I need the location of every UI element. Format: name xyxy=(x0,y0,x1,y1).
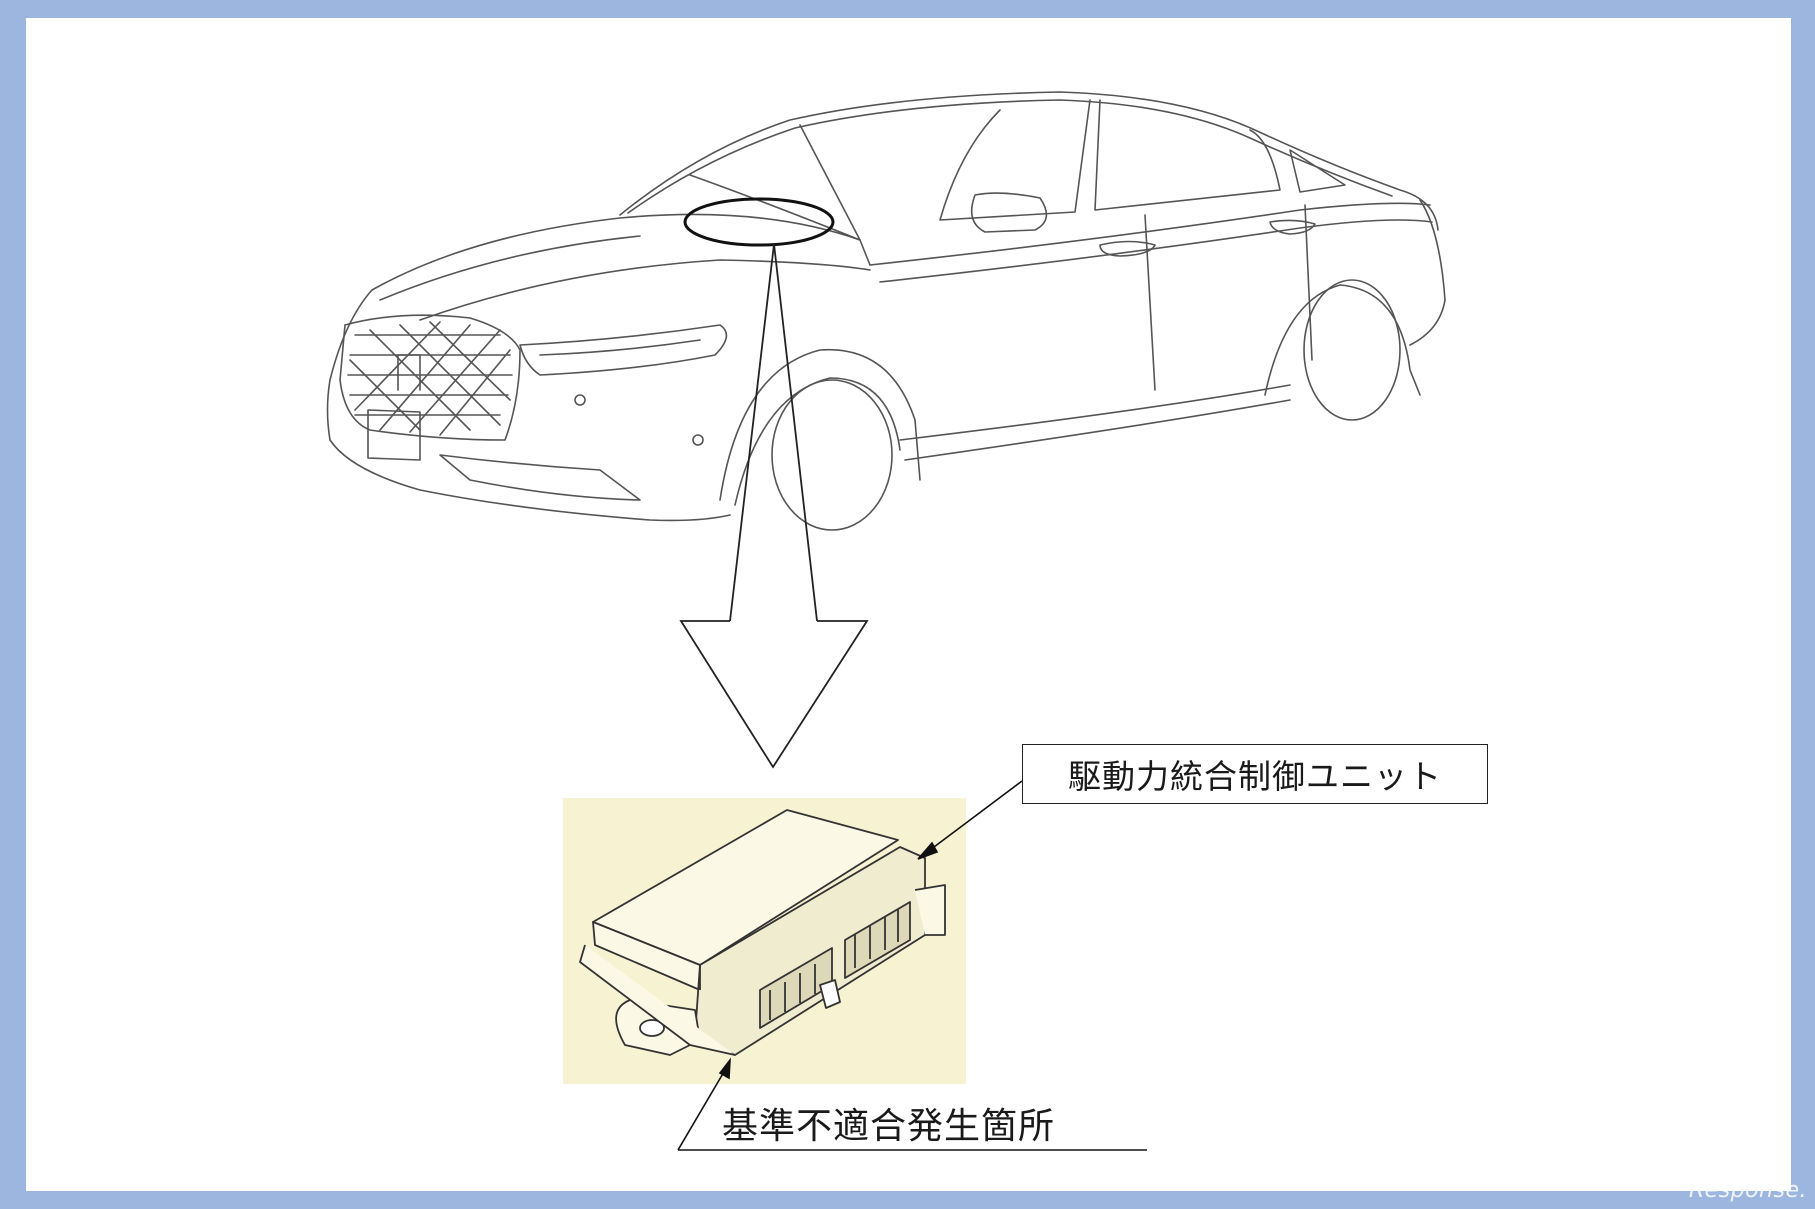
unit-label-leader xyxy=(917,780,1023,860)
car-drawing xyxy=(326,91,1446,531)
watermark-logo: Response. xyxy=(1688,1178,1807,1203)
control-unit-icon xyxy=(579,809,946,1056)
location-label-leader xyxy=(677,1057,1147,1151)
unit-label-text: 駆動力統合制御ユニット xyxy=(1068,757,1442,796)
location-highlight-ellipse xyxy=(683,197,835,247)
unit-label-box: 駆動力統合制御ユニット xyxy=(1022,744,1488,804)
callout-lines xyxy=(729,243,818,622)
location-label-text: 基準不適合発生箇所 xyxy=(722,1106,1056,1147)
down-arrow-icon xyxy=(679,620,869,769)
